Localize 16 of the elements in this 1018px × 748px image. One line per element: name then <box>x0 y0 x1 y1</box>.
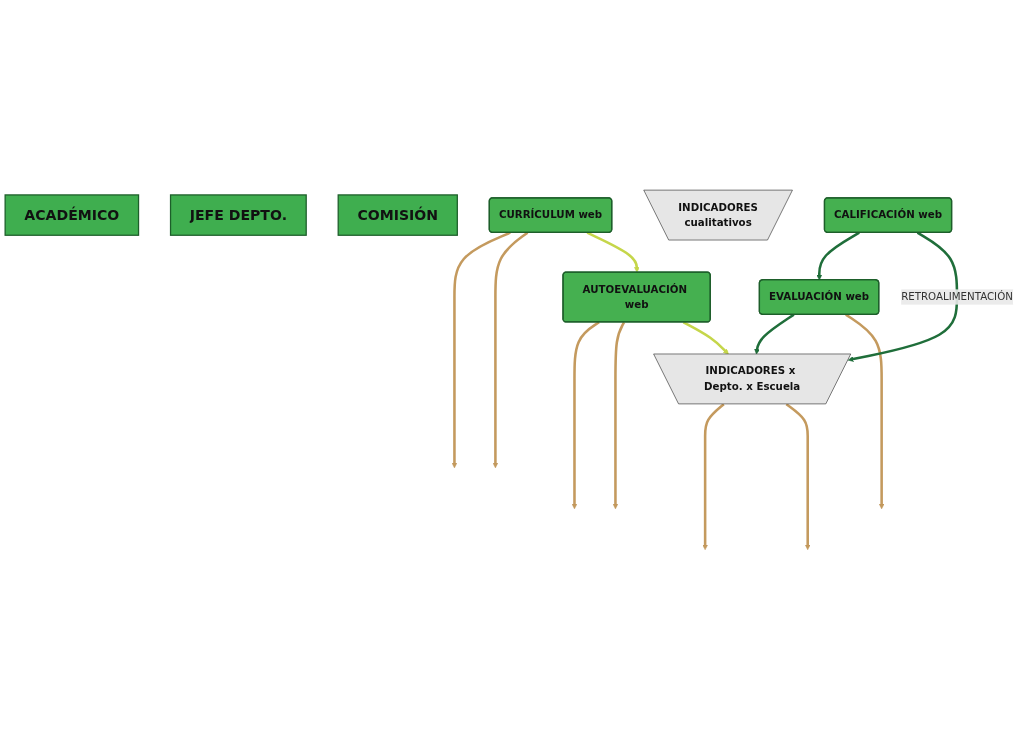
node-box: JEFE DEPTO. <box>169 193 307 236</box>
arrow <box>492 231 529 468</box>
arrow <box>754 313 795 355</box>
edge-label: RETROALIMENTACIÓN <box>901 290 1013 303</box>
arrow <box>586 231 640 273</box>
arrow <box>847 231 959 362</box>
arrow <box>785 402 811 550</box>
node-box: ACADÉMICO <box>4 193 140 236</box>
arrow <box>845 313 885 509</box>
node-box: COMISIÓN <box>337 193 458 236</box>
arrow <box>612 321 626 509</box>
arrow <box>702 402 725 550</box>
arrow <box>816 231 860 280</box>
arrow <box>451 231 511 468</box>
arrow <box>682 320 729 355</box>
arrow <box>571 320 600 509</box>
